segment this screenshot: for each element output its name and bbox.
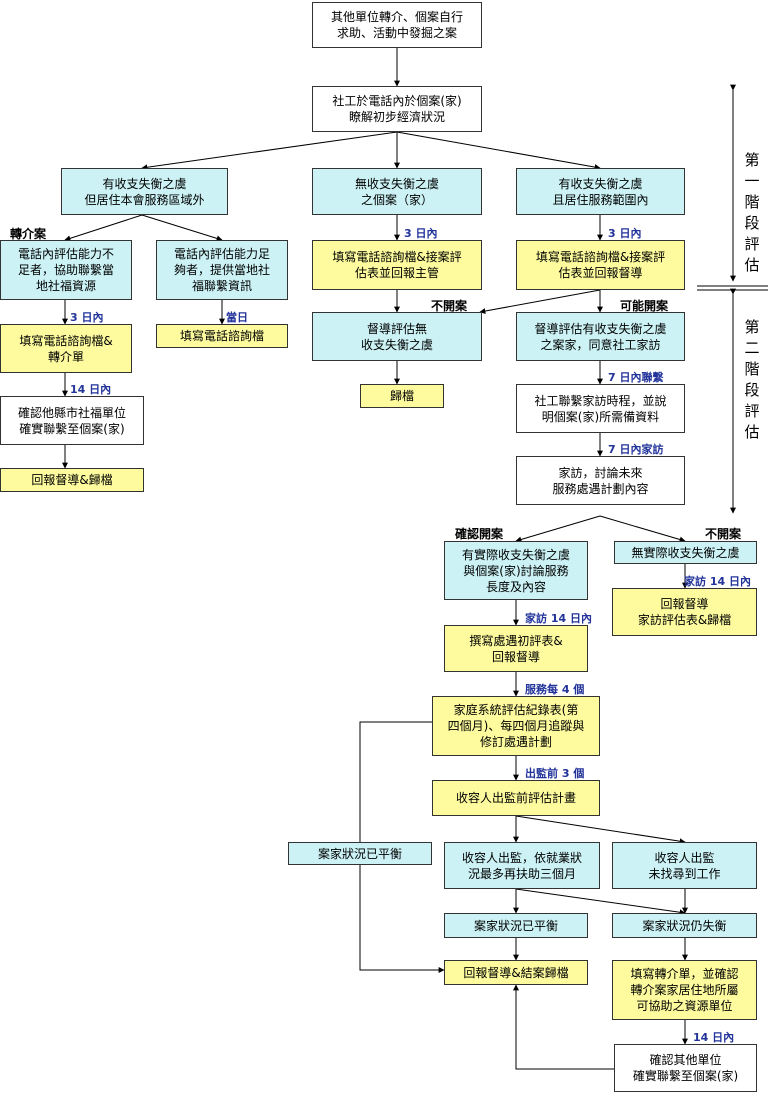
branch-label-confirm-open: 確認開案 bbox=[455, 527, 504, 541]
node-pre-release-plan: 收容人出監前評估計畫 bbox=[432, 780, 600, 816]
edge-label-14days-a: 14 日內 bbox=[70, 383, 112, 396]
stage-two-label: 第 二 階 段 評 估 bbox=[741, 317, 763, 443]
node-imbalance-inside-area: 有收支失衡之虞 且居住服務範圍內 bbox=[516, 168, 685, 215]
edge-out-to-able bbox=[141, 214, 223, 242]
edge-out-to-unable bbox=[64, 214, 143, 242]
edge-visit-to-open bbox=[515, 515, 601, 543]
edge-label-every-4: 服務每 4 個 bbox=[525, 683, 585, 696]
node-balanced: 案家狀況已平衡 bbox=[444, 913, 588, 938]
edge-employed-to-imbalanced bbox=[515, 888, 686, 916]
branch-label-not-open-a: 不開案 bbox=[431, 299, 468, 313]
edge-label-3days-a: 3 日內 bbox=[70, 311, 104, 324]
node-report-archive: 回報督導&歸檔 bbox=[0, 468, 144, 492]
node-released-employed: 收容人出監，依就業狀 況最多再扶助三個月 bbox=[444, 842, 600, 889]
node-report-close: 回報督導&結案歸檔 bbox=[444, 960, 588, 985]
node-home-visit: 家訪，討論未來 服務處遇計劃內容 bbox=[516, 456, 685, 505]
node-released-unemployed: 收容人出監 未找尋到工作 bbox=[612, 842, 757, 889]
node-report-visit-eval: 回報督導 家訪評估表&歸檔 bbox=[612, 588, 757, 636]
edge-label-7days-visit: 7 日內家訪 bbox=[608, 443, 664, 456]
node-confirm-other-county: 確認他縣市社福單位 確實聯繫至個案(家) bbox=[0, 396, 144, 445]
edge-visit-to-close bbox=[599, 515, 686, 543]
node-archive: 歸檔 bbox=[360, 384, 444, 408]
node-phone-able: 電話內評估能力足 夠者，提供當地社 福聯繫資訊 bbox=[156, 240, 288, 300]
node-no-imbalance: 無收支失衡之虞 之個案（家） bbox=[312, 168, 482, 215]
edge-phone-to-in bbox=[396, 131, 601, 171]
node-confirm-other-unit: 確認其他單位 確實聯繫至個案(家) bbox=[614, 1044, 757, 1092]
node-fill-referral-confirm: 填寫轉介單，並確認 轉介案家居住地所屬 可協助之資源單位 bbox=[612, 960, 757, 1020]
edge-pre-to-unemployed bbox=[515, 815, 686, 845]
edge-phone-to-out bbox=[141, 131, 398, 171]
node-supervisor-risk: 督導評估有收支失衡之虞 之案家，同意社工家訪 bbox=[516, 312, 685, 361]
node-supervisor-no-risk: 督導評估無 收支失衡之虞 bbox=[312, 312, 482, 361]
edge-label-pre-release-3: 出監前 3 個 bbox=[525, 767, 585, 780]
node-family-system-record: 家庭系統評估紀錄表(第 四個月)、每四個月追蹤與 修訂處遇計劃 bbox=[432, 696, 600, 756]
edge-label-3days-b: 3 日內 bbox=[404, 227, 438, 240]
edge-fill2-to-no-risk bbox=[479, 289, 601, 314]
node-contact-visit: 社工聯繫家訪時程，並說 明個案(家)所需備資料 bbox=[516, 384, 685, 433]
node-actual-imbalance: 有實際收支失衡之虞 與個案(家)討論服務 長度及內容 bbox=[444, 541, 588, 600]
edge-label-14days-b: 14 日內 bbox=[693, 1031, 735, 1044]
node-intake-sources: 其他單位轉介、個案自行 求助、活動中發掘之案 bbox=[312, 2, 482, 48]
edge-label-visit-14days-b: 家訪 14 日內 bbox=[525, 612, 592, 625]
node-fill-report-manager: 填寫電話諮詢檔&接案評 估表並回報主管 bbox=[312, 240, 482, 290]
edge-label-visit-14days-a: 家訪 14 日內 bbox=[684, 575, 751, 588]
node-draft-initial-eval: 撰寫處遇初評表& 回報督導 bbox=[444, 625, 588, 672]
branch-label-may-open: 可能開案 bbox=[620, 299, 669, 313]
node-phone-assessment: 社工於電話內於個案(家) 瞭解初步經濟狀況 bbox=[312, 86, 482, 132]
node-no-actual-imbalance: 無實際收支失衡之虞 bbox=[614, 541, 757, 564]
node-fill-referral: 填寫電話諮詢檔& 轉介單 bbox=[0, 324, 132, 373]
node-still-imbalanced: 案家狀況仍失衡 bbox=[612, 913, 757, 938]
edge-confirm-other-to-close bbox=[513, 984, 614, 1070]
edge-label-7days-contact: 7 日內聯繫 bbox=[608, 371, 664, 384]
branch-label-referral: 轉介案 bbox=[10, 227, 47, 241]
edge-label-same-day: 當日 bbox=[226, 311, 248, 324]
node-fill-phone-log: 填寫電話諮詢檔 bbox=[156, 324, 288, 348]
branch-label-not-open-b: 不開案 bbox=[705, 527, 742, 541]
node-fill-report-supervisor: 填寫電話諮詢檔&接案評 估表並回報督導 bbox=[516, 240, 685, 290]
edge-label-3days-c: 3 日內 bbox=[608, 227, 642, 240]
node-balanced-left: 案家狀況已平衡 bbox=[288, 842, 432, 865]
node-imbalance-outside-area: 有收支失衡之虞 但居住本會服務區域外 bbox=[61, 168, 228, 215]
node-phone-unable: 電話內評估能力不 足者，協助聯繫當 地社福資源 bbox=[0, 240, 132, 300]
stage-one-label: 第 一 階 段 評 估 bbox=[741, 150, 763, 276]
